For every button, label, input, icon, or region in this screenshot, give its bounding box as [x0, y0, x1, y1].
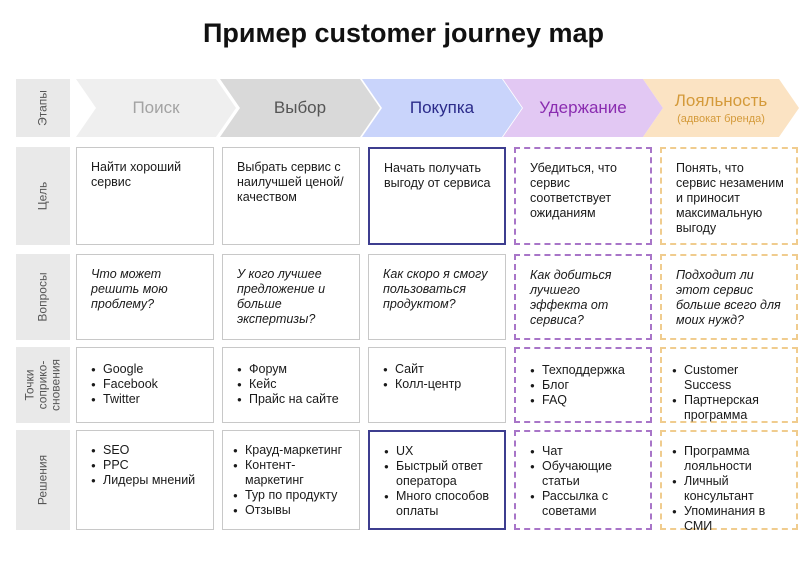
list-item: SEO [91, 443, 203, 458]
stage-name: Удержание [539, 98, 627, 117]
list-item: Крауд-маркетинг [233, 443, 349, 458]
stage-search: Поиск [76, 79, 236, 137]
row-label-questions: Вопросы [16, 254, 70, 340]
page-title: Пример customer journey map [202, 18, 605, 48]
question-cell-choice: У кого лучшее предложение и больше экспе… [222, 254, 360, 340]
touchpoint-cell-purchase: СайтКолл-центр [368, 347, 506, 423]
row-label-text: Этапы [35, 90, 50, 126]
stage-choice: Выбор [220, 79, 380, 137]
list-item: Колл-центр [383, 377, 495, 392]
stage-name: Покупка [409, 98, 475, 117]
goal-cell-loyalty: Понять, что сервис незаменим и приносит … [660, 147, 798, 245]
stage-arrow-shape [220, 79, 380, 137]
touchpoint-cell-search: GoogleFacebookTwitter [76, 347, 214, 423]
list-item: Программа лояльности [672, 444, 786, 474]
list-item: Партнерская программа [672, 393, 786, 423]
list-item: Контент-маркетинг [233, 458, 349, 488]
list-item: Блог [530, 378, 640, 393]
list-item: Кейс [237, 377, 349, 392]
stage-name: Лояльность [674, 91, 768, 110]
goal-cell-retention: Убедиться, что сервис соответствует ожид… [514, 147, 652, 245]
list-item: Личный консультант [672, 474, 786, 504]
question-cell-retention: Как добиться лучшего эффекта от сервиса? [514, 254, 652, 340]
row-label-text: Вопросы [35, 272, 50, 322]
list-item: Тур по продукту [233, 488, 349, 503]
list-item: Обучающие статьи [530, 459, 640, 489]
list-item: Много способов оплаты [384, 489, 494, 519]
list-item: Лидеры мнений [91, 473, 203, 488]
list-item: Сайт [383, 362, 495, 377]
goal-cell-search: Найти хороший сервис [76, 147, 214, 245]
list-item: Техподдержка [530, 363, 640, 378]
stage-arrow-shape [362, 79, 522, 137]
solution-cell-purchase: UXБыстрый ответ оператораМного способов … [368, 430, 506, 530]
list-item: UX [384, 444, 494, 459]
touchpoint-cell-loyalty: Customer SuccessПартнерская программа [660, 347, 798, 423]
stage-name: Поиск [132, 98, 180, 117]
row-label-text: Цель [35, 181, 50, 211]
stage-purchase: Покупка [362, 79, 522, 137]
row-label-text: Точки соприко- сновения [22, 358, 63, 412]
stage-subtitle: (адвокат бренда) [677, 113, 765, 125]
solution-cell-retention: ЧатОбучающие статьиРассылка с советами [514, 430, 652, 530]
question-cell-search: Что может решить мою проблему? [76, 254, 214, 340]
list-item: Чат [530, 444, 640, 459]
list-item: Рассылка с советами [530, 489, 640, 519]
list-item: PPC [91, 458, 203, 473]
goal-cell-purchase: Начать получать выгоду от сервиса [368, 147, 506, 245]
stage-loyalty: Лояльность (адвокат бренда) [643, 79, 799, 137]
list-item: Быстрый ответ оператора [384, 459, 494, 489]
stage-retention: Удержание [503, 79, 663, 137]
list-item: Twitter [91, 392, 203, 407]
list-item: Facebook [91, 377, 203, 392]
solution-cell-choice: Крауд-маркетингКонтент-маркетингТур по п… [222, 430, 360, 530]
row-label-stages: Этапы [16, 79, 70, 137]
question-cell-loyalty: Подходит ли этот сервис больше всего для… [660, 254, 798, 340]
touchpoint-cell-retention: ТехподдержкаБлогFAQ [514, 347, 652, 423]
touchpoint-cell-choice: ФорумКейсПрайс на сайте [222, 347, 360, 423]
row-label-touchpoints: Точки соприко- сновения [16, 347, 70, 423]
list-item: Прайс на сайте [237, 392, 349, 407]
row-label-solutions: Решения [16, 430, 70, 530]
list-item: FAQ [530, 393, 640, 408]
solution-cell-loyalty: Программа лояльностиЛичный консультантУп… [660, 430, 798, 533]
list-item: Customer Success [672, 363, 786, 393]
list-item: Упоминания в СМИ [672, 504, 786, 534]
list-item: Отзывы [233, 503, 349, 518]
row-label-goal: Цель [16, 147, 70, 245]
row-label-text: Решения [35, 454, 50, 506]
stage-arrow-shape [643, 79, 799, 137]
stage-arrow-shape [76, 79, 236, 137]
list-item: Google [91, 362, 203, 377]
list-item: Форум [237, 362, 349, 377]
stage-arrow-shape [503, 79, 663, 137]
solution-cell-search: SEOPPCЛидеры мнений [76, 430, 214, 530]
question-cell-purchase: Как скоро я смогу пользоваться продуктом… [368, 254, 506, 340]
goal-cell-choice: Выбрать сервис с наилучшей ценой/качеств… [222, 147, 360, 245]
stage-name: Выбор [273, 98, 327, 117]
